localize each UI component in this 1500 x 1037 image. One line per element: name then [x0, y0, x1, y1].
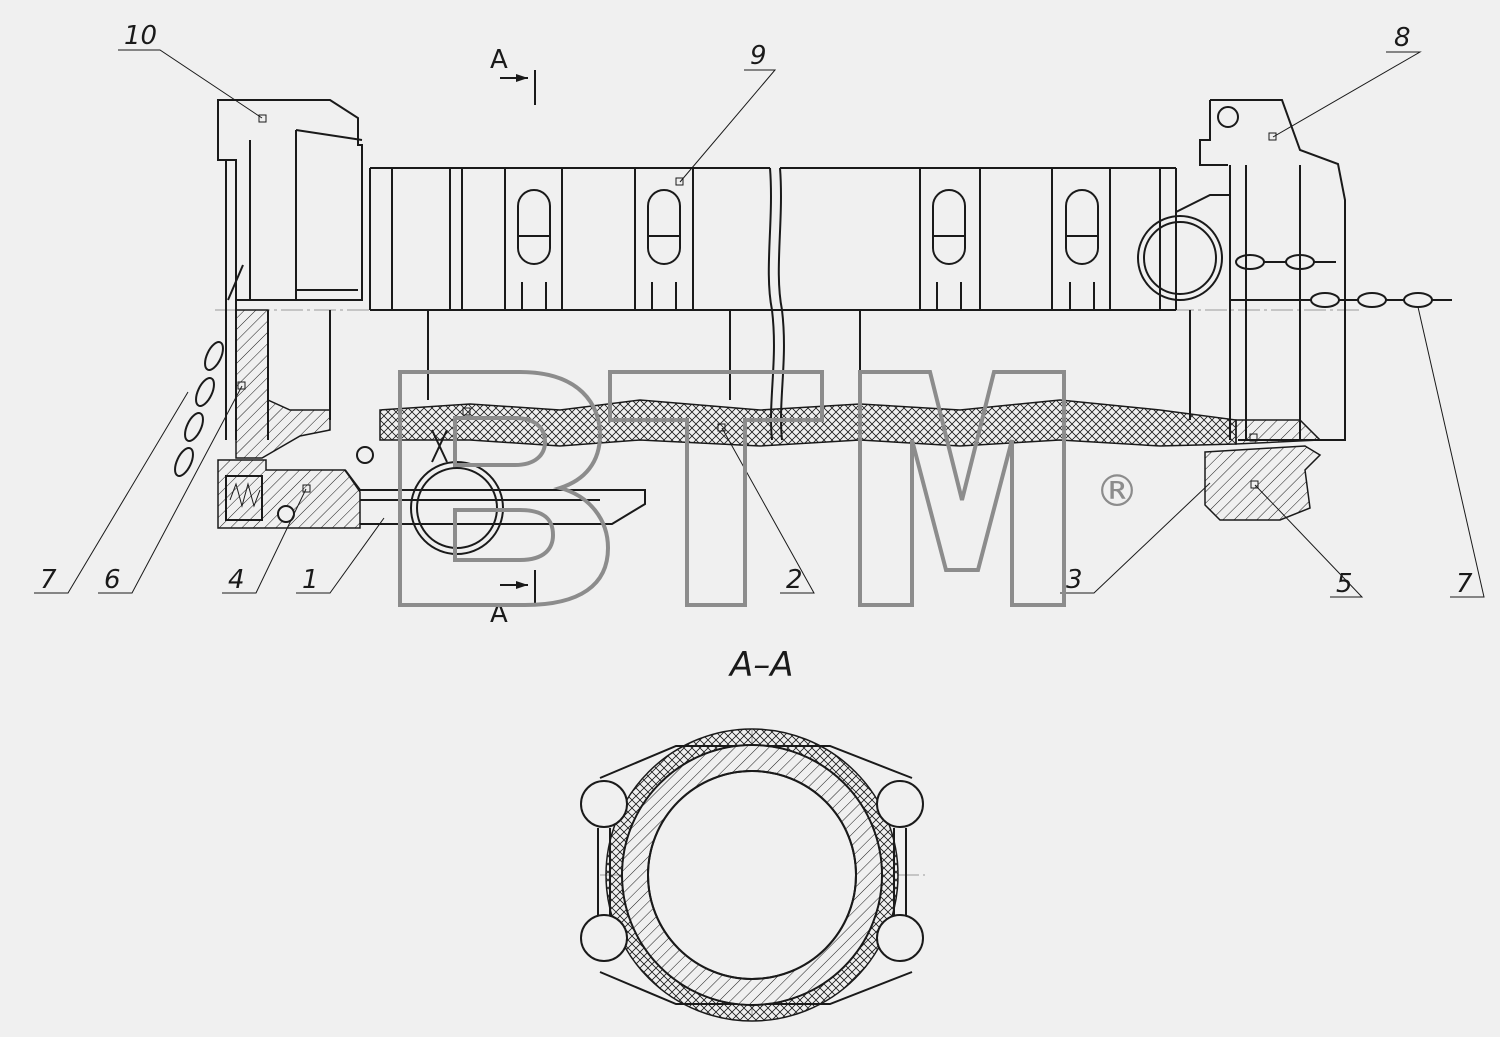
- watermark: ®: [398, 370, 1139, 607]
- callout-anchors: [237, 114, 1277, 493]
- section-view: [580, 728, 925, 1022]
- callout-2: 2: [786, 565, 803, 595]
- watermark-letter-m: [858, 370, 1066, 607]
- main-view: A A: [34, 21, 1485, 629]
- watermark-letter-b: [398, 370, 611, 607]
- section-view-title: А–А: [728, 645, 794, 685]
- section-mark-top: A: [490, 45, 508, 75]
- chain-right: [1230, 254, 1452, 308]
- callout-4: 4: [228, 565, 245, 595]
- left-coupling-head: [217, 99, 646, 555]
- callout-6: 6: [104, 565, 121, 595]
- callout-9: 9: [750, 41, 767, 71]
- callout-8: 8: [1394, 23, 1411, 53]
- hose-body: [369, 167, 1237, 447]
- watermark-registered-mark: ®: [1095, 466, 1139, 517]
- section-cut-markers: A A: [490, 45, 536, 629]
- chain-left: [174, 264, 244, 477]
- callout-10: 10: [124, 21, 157, 51]
- right-coupling-head: [1137, 99, 1346, 521]
- callout-7-left: 7: [40, 565, 57, 595]
- leader-lines: [34, 49, 1485, 598]
- callout-labels: 10 9 8 7 6 4 1 2 3 5 7: [40, 21, 1473, 599]
- callout-5: 5: [1336, 569, 1353, 599]
- callout-7-right: 7: [1456, 569, 1473, 599]
- watermark-letter-t: [608, 370, 824, 607]
- callout-3: 3: [1066, 565, 1083, 595]
- callout-1: 1: [302, 565, 319, 595]
